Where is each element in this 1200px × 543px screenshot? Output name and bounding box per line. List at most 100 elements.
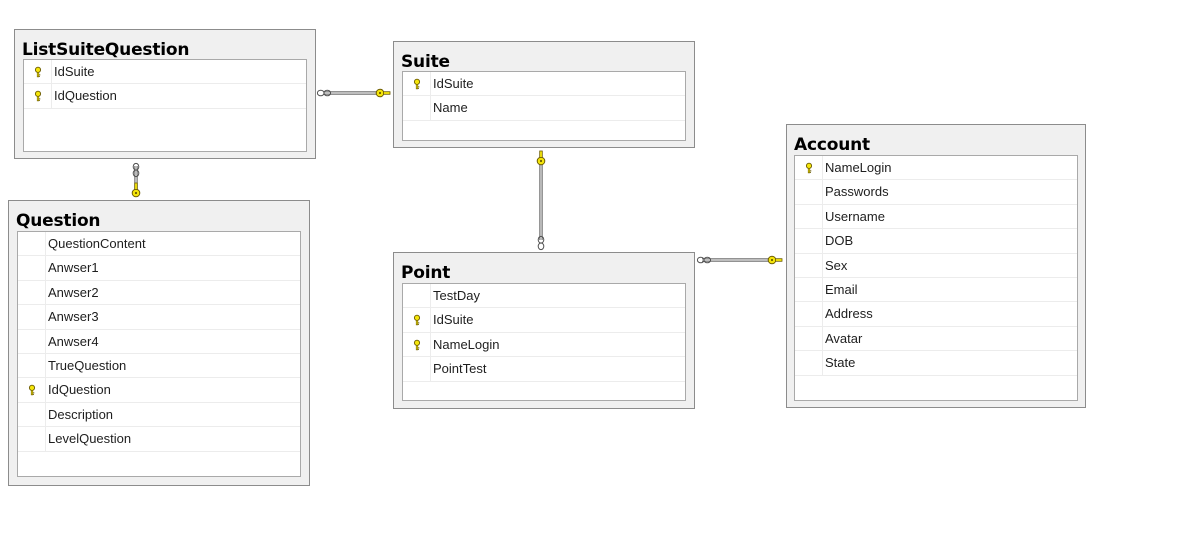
column-name: State xyxy=(825,355,856,371)
one-end-key-icon xyxy=(134,182,138,190)
one-end-key-icon xyxy=(770,258,774,262)
table-title: Suite xyxy=(401,52,450,72)
many-end-symbol xyxy=(703,256,712,264)
primary-key-icon xyxy=(413,339,421,350)
row-selector xyxy=(795,180,823,204)
table-title: Point xyxy=(401,263,451,283)
row-selector xyxy=(18,256,46,280)
column-row[interactable]: IdQuestion xyxy=(18,378,300,403)
column-name: DOB xyxy=(825,233,854,249)
one-end-key-icon xyxy=(134,191,138,195)
column-name: NameLogin xyxy=(433,336,500,352)
table-question[interactable]: Question QuestionContent Anwser1 Anwser2… xyxy=(8,200,310,486)
many-end-symbol xyxy=(537,242,545,251)
row-selector xyxy=(403,332,431,357)
column-name: IdQuestion xyxy=(54,88,117,104)
column-row[interactable]: Description xyxy=(18,402,300,428)
many-end-symbol xyxy=(323,89,332,97)
column-name: Avatar xyxy=(825,330,863,346)
column-row[interactable]: Address xyxy=(795,302,1077,327)
column-name: Anwser2 xyxy=(48,284,99,300)
column-name: Anwser3 xyxy=(48,309,99,325)
row-selector xyxy=(18,280,46,305)
column-grid: IdSuite IdQuestion xyxy=(23,59,307,152)
column-name: Email xyxy=(825,281,858,297)
column-name: TestDay xyxy=(433,288,480,303)
column-row[interactable]: QuestionContent xyxy=(18,232,300,257)
row-selector xyxy=(795,253,823,277)
column-name: QuestionContent xyxy=(48,236,146,251)
column-name: PointTest xyxy=(433,361,487,377)
column-row[interactable]: IdQuestion xyxy=(24,84,306,109)
column-row[interactable]: TestDay xyxy=(403,284,685,309)
column-row[interactable]: Anwser1 xyxy=(18,256,300,281)
many-end-symbol xyxy=(132,169,140,178)
one-end-key-icon xyxy=(775,258,783,262)
one-end-key-icon xyxy=(539,150,543,158)
row-selector xyxy=(795,156,823,180)
one-end-key-icon xyxy=(378,91,382,95)
column-name: Passwords xyxy=(825,184,889,200)
column-grid: IdSuite Name xyxy=(402,71,686,141)
row-selector xyxy=(795,229,823,253)
column-row[interactable]: Anwser3 xyxy=(18,305,300,330)
column-name: NameLogin xyxy=(825,160,892,175)
column-row[interactable]: NameLogin xyxy=(403,332,685,358)
column-row[interactable]: NameLogin xyxy=(795,156,1077,181)
table-point[interactable]: Point TestDay IdSuite NameLogin PointT xyxy=(393,252,695,409)
column-name: Anwser4 xyxy=(48,333,99,349)
column-row[interactable]: IdSuite xyxy=(403,72,685,97)
column-name: IdSuite xyxy=(54,64,95,79)
column-grid: TestDay IdSuite NameLogin PointTest xyxy=(402,283,686,401)
table-title: Account xyxy=(794,135,870,155)
row-selector xyxy=(18,378,46,402)
column-row[interactable]: PointTest xyxy=(403,357,685,382)
column-row[interactable]: Anwser4 xyxy=(18,329,300,354)
column-name: Name xyxy=(433,100,468,116)
row-selector xyxy=(403,357,431,381)
column-row[interactable]: LevelQuestion xyxy=(18,427,300,452)
column-row[interactable]: Avatar xyxy=(795,326,1077,352)
row-selector xyxy=(24,60,52,84)
one-end-key-icon xyxy=(383,91,391,95)
column-name: Anwser1 xyxy=(48,260,99,276)
row-selector xyxy=(18,232,46,256)
column-row[interactable]: IdSuite xyxy=(403,308,685,333)
column-name: TrueQuestion xyxy=(48,357,127,373)
column-row[interactable]: DOB xyxy=(795,229,1077,254)
column-row[interactable]: Name xyxy=(403,96,685,121)
primary-key-icon xyxy=(413,78,421,90)
row-selector xyxy=(18,305,46,329)
column-grid: QuestionContent Anwser1 Anwser2 Anwser3 … xyxy=(17,231,301,477)
column-name: IdSuite xyxy=(433,312,474,328)
column-row[interactable]: Email xyxy=(795,277,1077,303)
row-selector xyxy=(795,351,823,375)
one-end-key-icon xyxy=(539,159,543,163)
table-account[interactable]: Account NameLogin Passwords Username DOB xyxy=(786,124,1086,408)
column-row[interactable]: State xyxy=(795,351,1077,376)
column-row[interactable]: IdSuite xyxy=(24,60,306,85)
column-name: Description xyxy=(48,406,114,422)
column-name: IdQuestion xyxy=(48,382,111,398)
row-selector xyxy=(795,204,823,229)
row-selector xyxy=(403,96,431,120)
row-selector xyxy=(18,353,46,378)
column-row[interactable]: Passwords xyxy=(795,180,1077,205)
column-row[interactable]: TrueQuestion xyxy=(18,353,300,379)
row-selector xyxy=(403,308,431,332)
column-name: Username xyxy=(825,208,885,224)
column-row[interactable]: Username xyxy=(795,204,1077,230)
row-selector xyxy=(795,302,823,326)
row-selector xyxy=(18,329,46,353)
many-end-symbol xyxy=(316,89,325,97)
row-selector xyxy=(403,72,431,96)
column-name: LevelQuestion xyxy=(48,431,132,447)
table-listsuitequestion[interactable]: ListSuiteQuestion IdSuite IdQuestion xyxy=(14,29,316,159)
primary-key-icon xyxy=(413,315,421,326)
column-row[interactable]: Anwser2 xyxy=(18,280,300,306)
table-suite[interactable]: Suite IdSuite Name xyxy=(393,41,695,148)
primary-key-icon xyxy=(34,91,42,102)
column-row[interactable]: Sex xyxy=(795,253,1077,278)
table-title: ListSuiteQuestion xyxy=(22,40,190,60)
